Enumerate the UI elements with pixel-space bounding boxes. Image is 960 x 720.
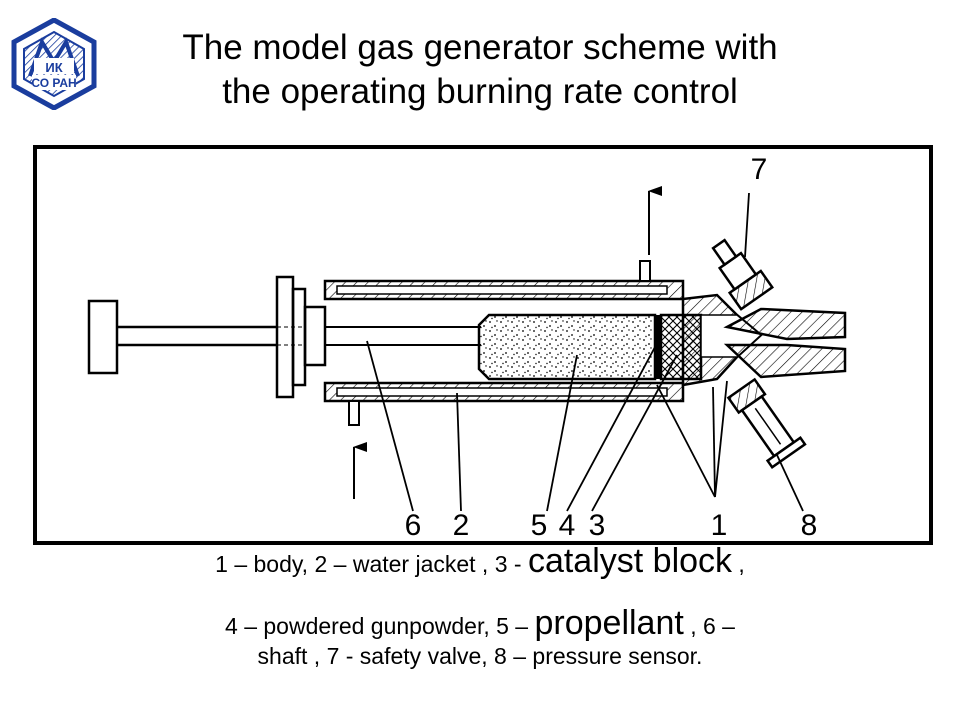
water-inlet-pipe <box>348 400 360 426</box>
label-6: 6 <box>405 509 422 541</box>
slide-title-line2: the operating burning rate control <box>222 72 738 111</box>
nozzle-upper <box>723 307 847 341</box>
institute-logo: ИК СО РАН <box>8 17 100 111</box>
logo-text-bottom: СО РАН <box>31 76 76 90</box>
water-outlet-pipe <box>639 260 651 282</box>
slide-title: The model gas generator scheme with the … <box>100 26 860 114</box>
pressure-sensor <box>726 377 807 469</box>
label-3: 3 <box>589 509 606 541</box>
propellant-charge <box>477 313 657 381</box>
legend-gunpowder: 4 – powdered gunpowder, 5 – <box>225 613 535 639</box>
safety-valve <box>711 238 775 311</box>
legend-shaft-valve-sensor: shaft , 7 - safety valve, 8 – pressure s… <box>257 643 703 669</box>
legend-sep-2: , 6 – <box>683 613 735 639</box>
legend-catalyst: catalyst block <box>527 542 733 580</box>
end-cap <box>303 305 327 367</box>
gas-generator-diagram: 7 6 2 5 4 3 1 8 <box>87 153 847 541</box>
legend-line-2: 4 – powdered gunpowder, 5 – propellant ,… <box>40 606 920 671</box>
rear-flange-inner <box>291 287 307 387</box>
label-7: 7 <box>751 153 768 186</box>
slide-title-line1: The model gas generator scheme with <box>182 28 778 67</box>
logo-text-top: ИК <box>45 60 62 75</box>
label-5: 5 <box>531 509 548 541</box>
legend-propellant: propellant <box>534 604 684 642</box>
shaft-knob <box>87 299 119 375</box>
label-8: 8 <box>801 509 818 541</box>
label-4: 4 <box>559 509 576 541</box>
label-2: 2 <box>453 509 470 541</box>
legend-sep-1: , <box>732 551 745 577</box>
powdered-gunpowder <box>655 315 661 379</box>
legend-body-jacket: 1 – body, 2 – water jacket , 3 - <box>215 551 528 577</box>
diagram-frame: 7 6 2 5 4 3 1 8 <box>33 145 933 545</box>
nozzle-lower <box>723 343 847 379</box>
label-1: 1 <box>711 509 728 541</box>
rear-flange <box>275 275 295 399</box>
legend-line-1: 1 – body, 2 – water jacket , 3 - catalys… <box>40 544 920 579</box>
